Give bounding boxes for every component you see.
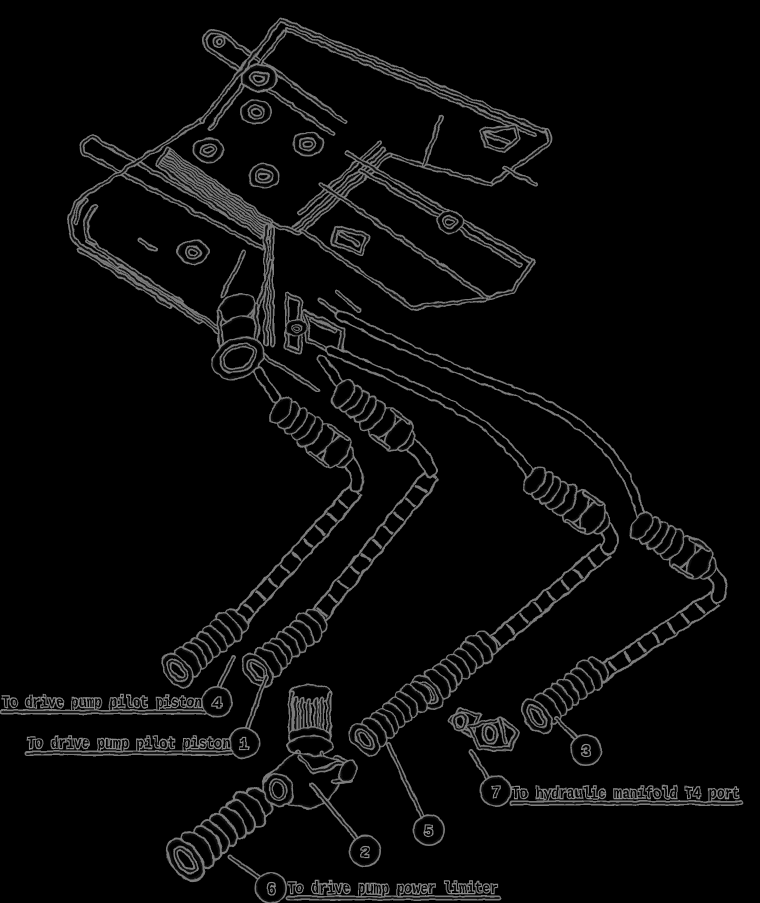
mount-plate-top-edges (201, 19, 546, 132)
frame-assembly (67, 17, 553, 393)
ribbed-plate-edge (155, 147, 275, 347)
callout-circle-1 (229, 728, 259, 758)
callout-number-7: 7 (491, 784, 500, 802)
hose-2-coupling (331, 379, 417, 452)
hose-1-coupling (269, 396, 355, 469)
label-pilot-piston-4: To drive pump pilot piston (2, 694, 202, 712)
bolt-washer (240, 63, 278, 93)
bolt-washer (240, 99, 272, 125)
wing-bracket (481, 126, 519, 152)
wing-underside (388, 154, 493, 185)
mount-plate-inner-right (299, 142, 381, 214)
lower-right-plate-edge3 (301, 230, 487, 309)
base-plate-detail (139, 239, 156, 251)
base-plate-corner2 (85, 205, 97, 244)
base-plate-inner (87, 240, 183, 304)
callout-circle-2 (350, 836, 380, 866)
base-plate-edge (69, 117, 206, 300)
support-arm-left (81, 136, 269, 249)
leader-lines (215, 655, 581, 882)
hose-a-banded (481, 544, 611, 656)
wing-shadow-line (504, 168, 537, 185)
callout-circle-3 (571, 735, 601, 765)
callout-number-4: 4 (212, 695, 221, 713)
callout-numbers: 4 1 2 5 3 7 6 (211, 694, 592, 900)
callout-number-6: 6 (266, 881, 275, 899)
clamp-bracket-line (339, 232, 359, 245)
bolt-washer (248, 163, 280, 189)
bolt-washer (177, 239, 209, 265)
bolt-washer (435, 210, 465, 234)
callout-circle-5 (414, 815, 444, 845)
callout-circles (201, 686, 602, 903)
wing-bracket-line (486, 133, 509, 144)
hose-a-end-fitting (411, 630, 498, 710)
callout-labels: To drive pump pilot piston To drive pump… (0, 693, 744, 901)
hose-1-stub (254, 368, 280, 402)
callout-number-2: 2 (360, 844, 369, 862)
bolt-washers (177, 63, 465, 337)
lower-right-plate-edge2 (320, 183, 489, 299)
hose-a-tube (326, 346, 536, 482)
support-arm-top (204, 30, 346, 135)
mount-plate-bottom-corner (272, 223, 300, 234)
callout-number-5: 5 (424, 823, 433, 841)
pressure-valve-block (262, 683, 358, 810)
bolt-washer (284, 319, 308, 337)
pump-cylinder (211, 249, 275, 380)
arm-hole (214, 37, 224, 47)
hose-b-coupling (630, 511, 718, 581)
hose-b-tube (336, 311, 645, 521)
bolt-washer (292, 131, 324, 157)
hose-2-banded (304, 469, 439, 631)
hose-b-end-fitting (520, 656, 609, 735)
callout-circle-4 (202, 687, 232, 717)
callout-number-3: 3 (581, 743, 590, 761)
lower-right-plate-corner (487, 261, 534, 299)
bolt-washer (192, 137, 224, 163)
hose-1-end-fitting (161, 608, 248, 688)
hose-fittings (161, 379, 718, 882)
mount-plate-right-edge2 (294, 149, 385, 229)
label-manifold-t4: To hydraulic manifold T4 port (512, 785, 740, 803)
mount-plate-inner-top (287, 29, 536, 136)
hose-a-coupling (523, 466, 611, 536)
wing-fold (423, 116, 442, 166)
label-pilot-piston-1: To drive pump pilot piston (27, 735, 230, 753)
elbow-fitting-7 (447, 707, 520, 752)
callout-circle-7 (481, 776, 511, 806)
base-plate-fold2 (119, 267, 201, 323)
base-plate-inner2 (79, 249, 171, 307)
callout-number-1: 1 (239, 736, 248, 754)
power-limiter-fitting (165, 786, 274, 882)
clamp-bracket (332, 226, 368, 254)
wing-right-cap (491, 130, 551, 185)
callout-circle-6 (256, 873, 286, 903)
loose-fitting-5 (349, 680, 432, 757)
base-plate-corner (75, 199, 87, 225)
lower-right-plate-edge (346, 152, 534, 263)
label-power-limiter: To drive pump power limiter (288, 880, 498, 898)
